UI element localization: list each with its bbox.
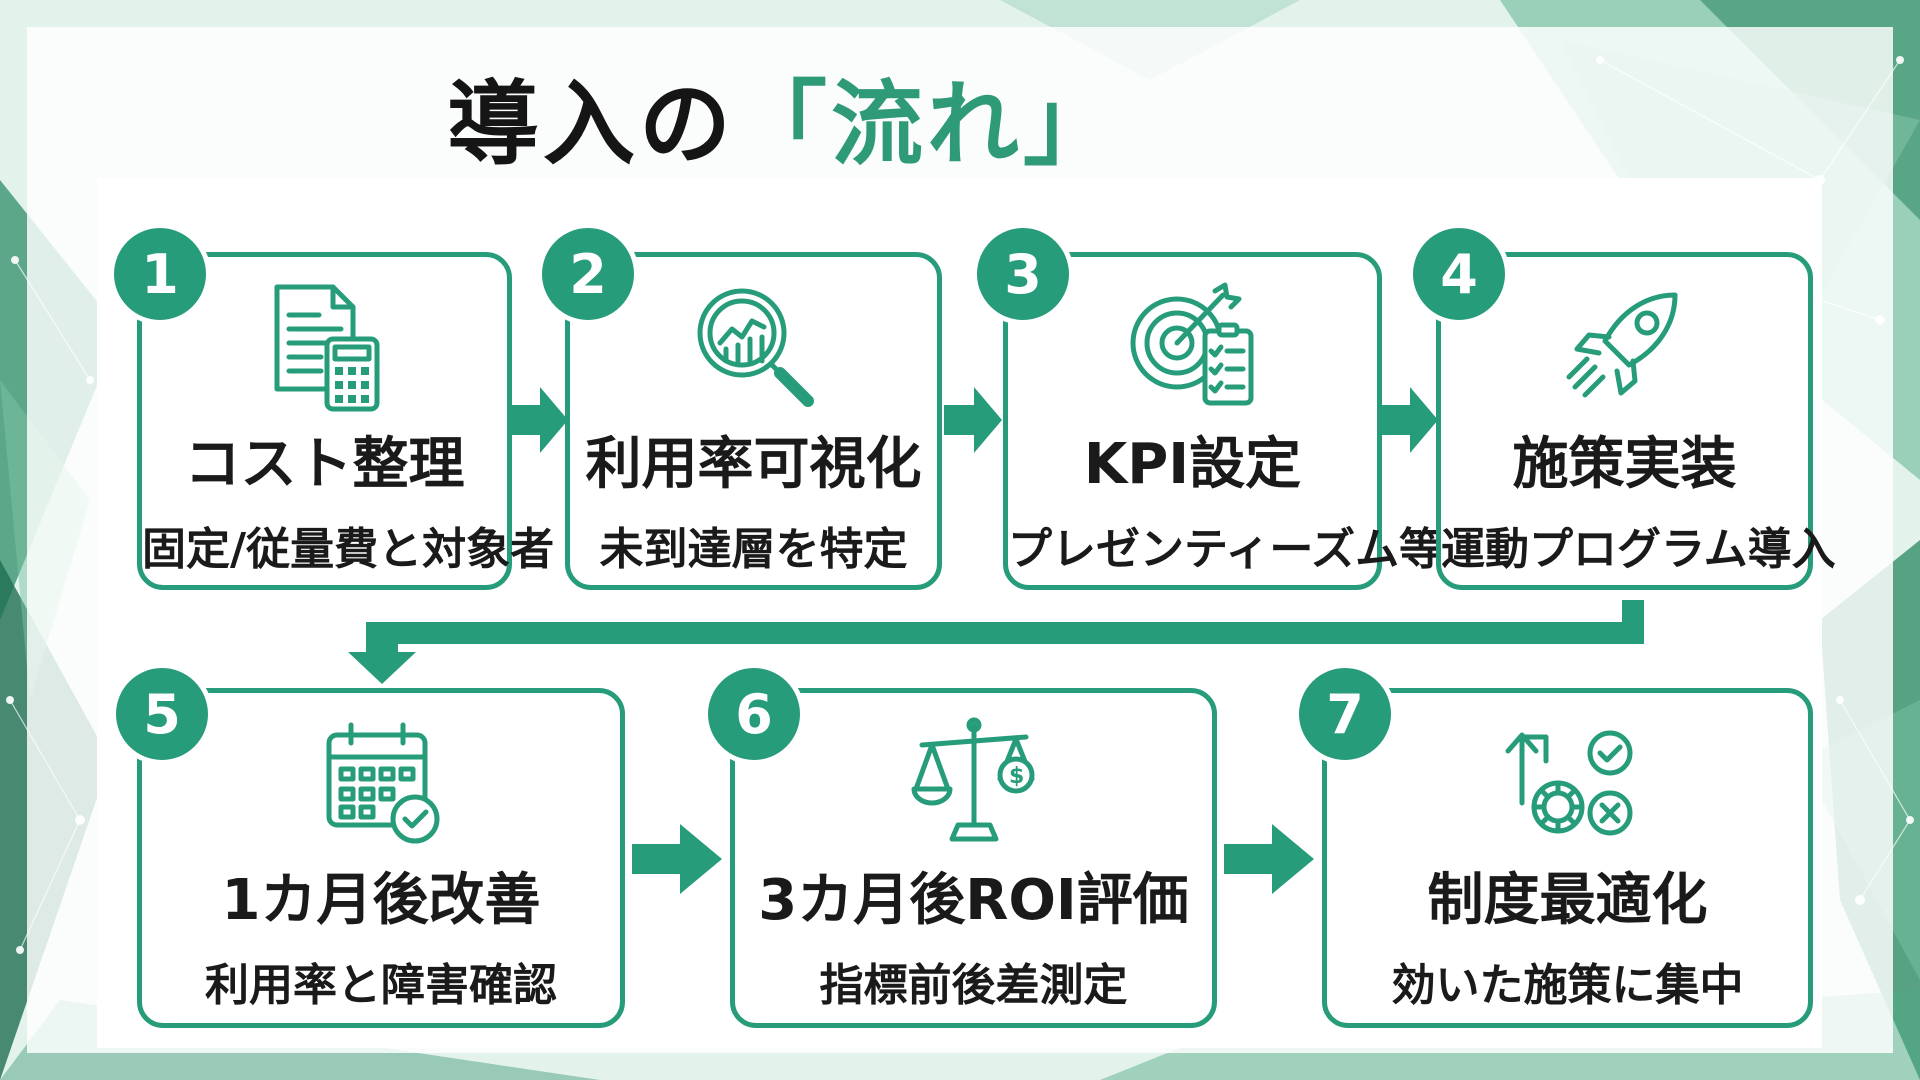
- step-name: コスト整理: [184, 432, 465, 497]
- magnifier-chart-icon: [697, 288, 814, 407]
- step-description: 運動プログラム導入: [1441, 524, 1836, 575]
- document-calculator-icon: [274, 284, 379, 412]
- step-number-badge-5: 5: [111, 663, 213, 765]
- step-name: 1カ月後改善: [221, 868, 541, 933]
- target-checklist-icon: [1130, 282, 1253, 406]
- step-number-badge-4: 4: [1408, 223, 1510, 325]
- step-number-badge-3: 3: [972, 223, 1074, 325]
- flow-arrow-6-7: [1224, 824, 1314, 894]
- flow-arrow-1-2: [510, 387, 568, 453]
- step-number-badge-7: 7: [1294, 663, 1396, 765]
- gear-arrow-check-icon: [1505, 730, 1632, 836]
- flow-arrow-3-4: [1380, 387, 1438, 453]
- step-name: 利用率可視化: [585, 432, 922, 497]
- step-number-badge-6: 6: [703, 663, 805, 765]
- flow-arrow-5-6: [632, 824, 722, 894]
- step-card-6: $ 3カ月後ROI評価 指標前後差測定: [730, 688, 1217, 1028]
- step-description: プレゼンティーズム等: [1008, 524, 1444, 575]
- step-card-2: 利用率可視化 未到達層を特定: [565, 252, 942, 590]
- step-name: 施策実装: [1512, 432, 1737, 497]
- calendar-check-icon: [326, 722, 440, 844]
- step-number-badge-1: 1: [109, 223, 211, 325]
- step-name: 制度最適化: [1427, 868, 1708, 933]
- step-description: 未到達層を特定: [599, 524, 908, 575]
- step-card-4: 施策実装 運動プログラム導入: [1436, 252, 1836, 590]
- page-title: 導入の「流れ」: [0, 50, 1566, 183]
- step-name: 3カ月後ROI評価: [758, 868, 1189, 933]
- step-description: 固定/従量費と対象者: [142, 524, 555, 575]
- step-card-1: コスト整理 固定/従量費と対象者: [137, 252, 555, 590]
- svg-text:$: $: [1009, 764, 1024, 789]
- title-highlight: 「流れ」: [735, 71, 1120, 178]
- step-description: 効いた施策に集中: [1391, 960, 1744, 1011]
- title-prefix: 導入の: [446, 71, 735, 178]
- step-description: 指標前後差測定: [819, 960, 1128, 1011]
- balance-scale-icon: $: [911, 717, 1034, 842]
- flow-arrow-2-3: [944, 387, 1002, 453]
- step-card-5: 1カ月後改善 利用率と障害確認: [137, 688, 625, 1028]
- step-number-badge-2: 2: [537, 223, 639, 325]
- step-card-7: 制度最適化 効いた施策に集中: [1322, 688, 1813, 1028]
- rocket-icon: [1566, 292, 1677, 398]
- step-name: KPI設定: [1083, 432, 1302, 497]
- step-description: 利用率と障害確認: [205, 960, 557, 1011]
- step-card-3: KPI設定 プレゼンティーズム等: [1003, 252, 1444, 590]
